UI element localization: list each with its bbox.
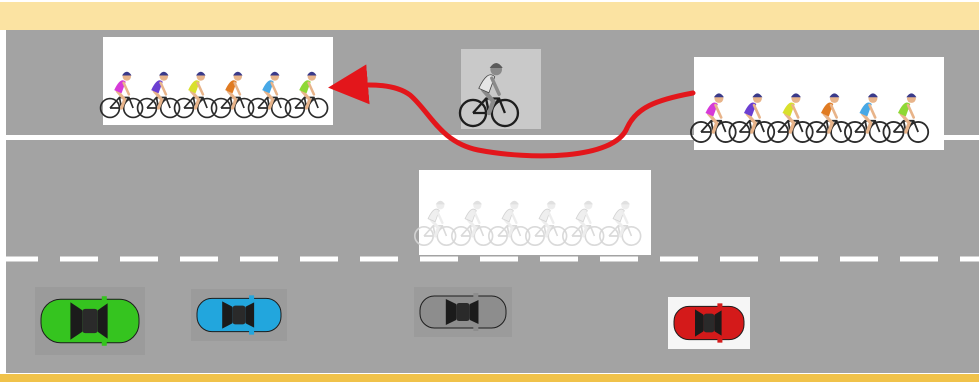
grey-car [414, 287, 512, 337]
blue-car [191, 289, 287, 341]
solo-cyclist-frame [461, 49, 541, 129]
bottom-curb [0, 374, 979, 382]
red-car [668, 297, 750, 349]
green-car [35, 287, 145, 355]
top-curb [0, 0, 979, 30]
